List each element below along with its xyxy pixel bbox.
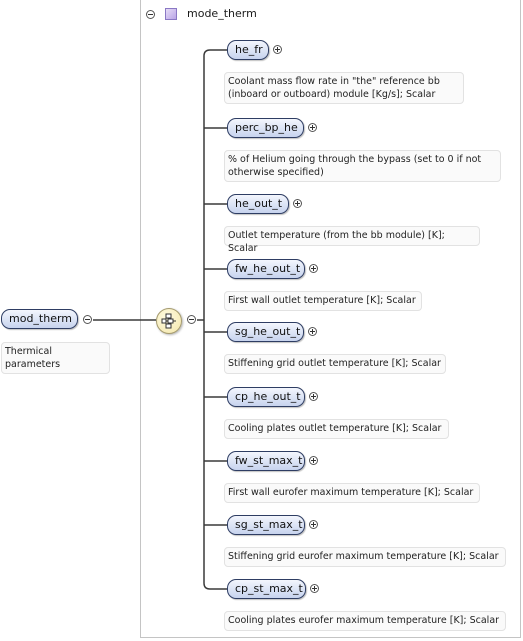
expand-toggle-icon[interactable] [293,199,302,208]
element-sg_he_out_t[interactable]: sg_he_out_t [227,322,304,342]
documentation-fw_st_max_t: First wall eurofer maximum temperature [… [224,483,480,503]
documentation-he_out_t: Outlet temperature (from the bb module) … [224,226,480,254]
documentation-sg_st_max_t: Stiffening grid eurofer maximum temperat… [224,547,506,567]
element-he_fr[interactable]: he_fr [227,40,269,60]
element-he_out_t[interactable]: he_out_t [227,194,289,214]
element-cp_he_out_t[interactable]: cp_he_out_t [227,387,305,407]
expand-toggle-icon[interactable] [308,327,317,336]
expand-toggle-icon[interactable] [309,264,318,273]
element-perc_bp_he[interactable]: perc_bp_he [227,118,304,138]
documentation-perc_bp_he: % of Helium going through the bypass (se… [224,150,501,182]
sequence-collapse-toggle-icon[interactable] [187,315,196,324]
expand-toggle-icon[interactable] [310,584,319,593]
root-documentation: Thermical parameters [1,342,110,374]
element-cp_st_max_t[interactable]: cp_st_max_t [227,579,306,599]
collapse-toggle-icon[interactable] [146,10,155,19]
expand-toggle-icon[interactable] [273,45,282,54]
sequence-compositor-icon[interactable] [156,308,182,334]
element-fw_st_max_t[interactable]: fw_st_max_t [227,451,305,471]
panel-title: mode_therm [187,7,257,20]
documentation-he_fr: Coolant mass flow rate in "the" referenc… [224,72,464,104]
expand-toggle-icon[interactable] [309,520,318,529]
expand-toggle-icon[interactable] [309,456,318,465]
documentation-cp_he_out_t: Cooling plates outlet temperature [K]; S… [224,419,449,439]
documentation-cp_st_max_t: Cooling plates eurofer maximum temperatu… [224,611,506,631]
element-fw_he_out_t[interactable]: fw_he_out_t [227,259,305,279]
root-element[interactable]: mod_therm [1,309,78,329]
documentation-fw_he_out_t: First wall outlet temperature [K]; Scala… [224,291,422,311]
complex-type-icon [165,8,177,20]
documentation-sg_he_out_t: Stiffening grid outlet temperature [K]; … [224,354,446,374]
root-collapse-toggle-icon[interactable] [83,315,92,324]
expand-toggle-icon[interactable] [309,392,318,401]
element-sg_st_max_t[interactable]: sg_st_max_t [227,515,305,535]
expand-toggle-icon[interactable] [308,123,317,132]
